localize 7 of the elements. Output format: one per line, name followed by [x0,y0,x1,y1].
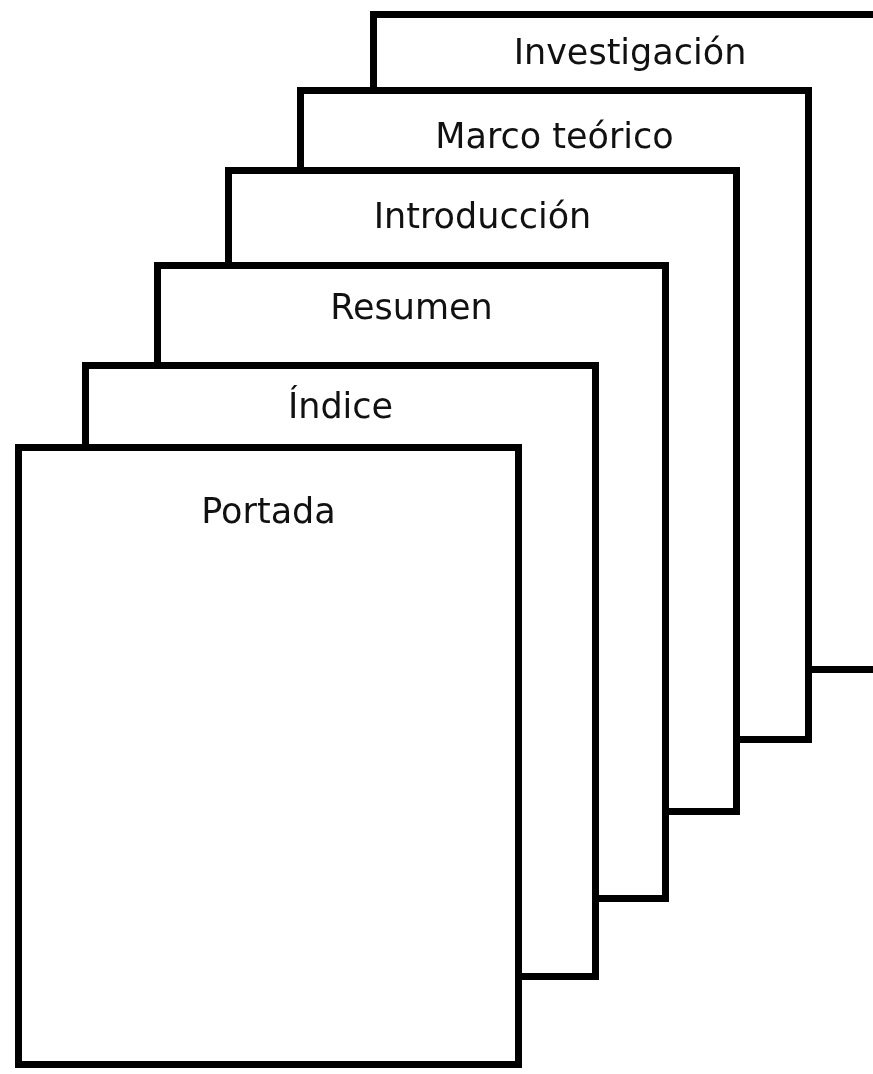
section-title: Resumen [330,287,493,327]
section-title: Investigación [513,32,747,72]
section-title: Introducción [373,196,592,236]
section-title: Portada [201,491,336,531]
page-sheet [15,444,522,1068]
section-title: Marco teórico [435,116,674,156]
section-title: Índice [287,386,394,426]
